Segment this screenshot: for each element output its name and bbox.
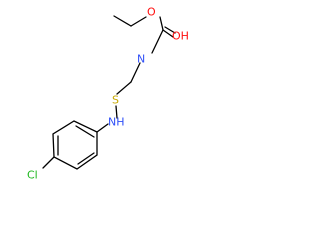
- bond-s-nh: [115, 105, 118, 119]
- bond-ch3-ch2: [113, 15, 132, 27]
- bond-c-n: [151, 29, 164, 54]
- atom-oh: OH: [172, 30, 189, 43]
- ring-double-3: [77, 152, 95, 165]
- bond-n-ch2: [130, 62, 141, 83]
- molecule-structure: O OH N S NH Cl: [27, 6, 189, 182]
- atom-o-ester: O: [147, 6, 156, 19]
- bond-ring-cl: [42, 156, 55, 169]
- ring-double-1: [75, 125, 95, 138]
- atom-nh: NH: [108, 116, 125, 129]
- atom-s: S: [112, 94, 119, 107]
- atom-n-carbamate: N: [137, 53, 145, 66]
- bond-ch2-s: [116, 81, 132, 95]
- bond-ch2-o: [130, 16, 147, 27]
- atom-cl: Cl: [27, 169, 38, 182]
- bond-c-oh-2: [164, 26, 176, 34]
- bond-c-oh-1: [162, 29, 174, 38]
- structure-drawing: O OH N S NH Cl: [27, 6, 189, 182]
- benzene-ring: [52, 120, 98, 170]
- bond-o-c: [159, 16, 164, 31]
- bond-nh-ring: [96, 123, 109, 133]
